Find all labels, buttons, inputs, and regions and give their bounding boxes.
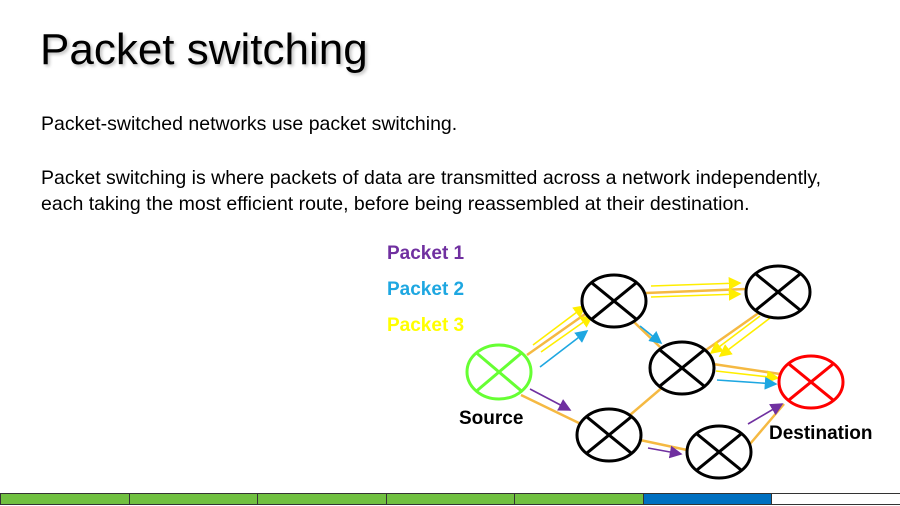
router-node-c xyxy=(648,340,716,396)
footer-segment xyxy=(128,493,259,505)
router-node-d xyxy=(575,407,643,463)
router-node-a xyxy=(580,273,648,329)
packet-arrows xyxy=(529,276,784,459)
source-node xyxy=(465,343,533,401)
route-link xyxy=(645,287,747,295)
legend-packet-1: Packet 1 xyxy=(387,243,465,264)
packet-arrow xyxy=(540,315,594,353)
packet-arrow xyxy=(715,370,780,384)
footer-segment xyxy=(257,493,387,505)
packet-arrow xyxy=(650,287,742,301)
footer-segment xyxy=(771,493,900,505)
packet-arrow xyxy=(647,445,683,459)
footer-segment xyxy=(0,493,130,505)
footer-segment xyxy=(514,493,644,505)
packet-arrow xyxy=(639,325,663,345)
packet-arrow xyxy=(747,403,784,425)
destination-node xyxy=(777,354,845,410)
router-node-e xyxy=(685,424,753,480)
route-link xyxy=(633,321,661,348)
footer-segment xyxy=(385,493,516,505)
legend-packet-3: Packet 3 xyxy=(387,315,465,336)
intro-paragraph: Packet-switched networks use packet swit… xyxy=(41,113,458,135)
packet-arrow xyxy=(718,317,771,357)
packet-arrow xyxy=(716,376,778,390)
route-link xyxy=(639,438,688,452)
packet-arrow xyxy=(529,388,572,411)
route-link xyxy=(520,393,584,427)
packet-arrow xyxy=(532,305,587,346)
source-label: Source xyxy=(459,408,524,429)
definition-paragraph: Packet switching is where packets of dat… xyxy=(41,167,822,215)
footer-progress-bar xyxy=(0,493,900,506)
destination-label: Destination xyxy=(769,423,873,444)
route-link xyxy=(526,310,589,357)
slide-title: Packet switching xyxy=(40,25,368,74)
route-link xyxy=(629,385,665,416)
packet-arrow xyxy=(650,276,742,290)
router-node-b xyxy=(744,264,812,320)
packet-arrow xyxy=(539,330,589,368)
packet-arrow xyxy=(709,315,761,354)
footer-segment xyxy=(642,493,773,505)
legend-packet-2: Packet 2 xyxy=(387,279,465,300)
